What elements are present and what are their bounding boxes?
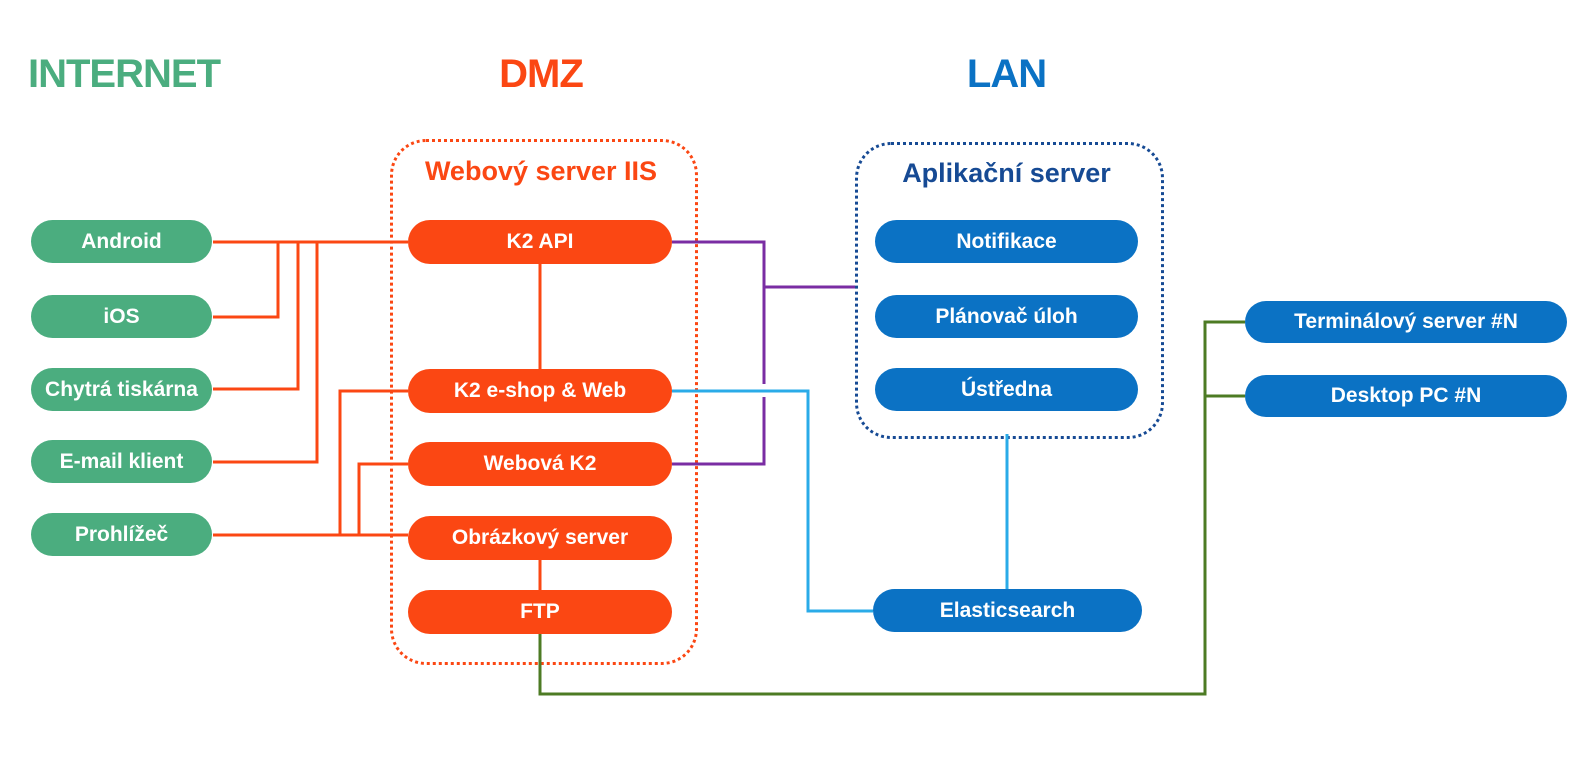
node-planovac-uloh: Plánovač úloh <box>875 295 1138 338</box>
wire-ios-k2api <box>213 243 280 319</box>
node-ios: iOS <box>31 295 212 338</box>
node-email-klient: E-mail klient <box>31 440 212 483</box>
wire-prohlizec-webova-k2 <box>357 462 408 535</box>
wire-k2api-appserver-upper <box>672 240 766 384</box>
wire-email-klient-k2api <box>213 243 319 464</box>
node-ustredna: Ústředna <box>875 368 1138 411</box>
wire-k2-eshop-elasticsearch <box>672 389 873 613</box>
wire-chytra-tiskarna-k2api <box>213 243 300 391</box>
node-prohlizec: Prohlížeč <box>31 513 212 556</box>
node-k2-eshop-web: K2 e-shop & Web <box>408 369 672 413</box>
node-terminalovy-server: Terminálový server #N <box>1245 301 1567 343</box>
web-server-group-title: Webový server IIS <box>424 156 658 186</box>
zone-label-internet: INTERNET <box>28 52 221 96</box>
web-server-group-box <box>390 139 698 665</box>
zone-label-dmz: DMZ <box>499 52 584 96</box>
node-ftp: FTP <box>408 590 672 634</box>
wire-webova-k2-appserver-lower <box>672 397 766 466</box>
node-k2-api: K2 API <box>408 220 672 264</box>
node-webova-k2: Webová K2 <box>408 442 672 486</box>
node-chytra-tiskarna: Chytrá tiskárna <box>31 368 212 411</box>
app-server-group-box <box>855 142 1164 439</box>
wire-prohlizec-k2-eshop <box>338 389 408 535</box>
app-server-group-title: Aplikační server <box>902 158 1111 188</box>
node-obrazkovy-server: Obrázkový server <box>408 516 672 560</box>
node-android: Android <box>31 220 212 263</box>
node-elasticsearch: Elasticsearch <box>873 589 1142 632</box>
zone-label-lan: LAN <box>966 52 1047 96</box>
node-notifikace: Notifikace <box>875 220 1138 263</box>
node-desktop-pc: Desktop PC #N <box>1245 375 1567 417</box>
wire-ftp-terminalovy-server <box>538 320 1245 696</box>
